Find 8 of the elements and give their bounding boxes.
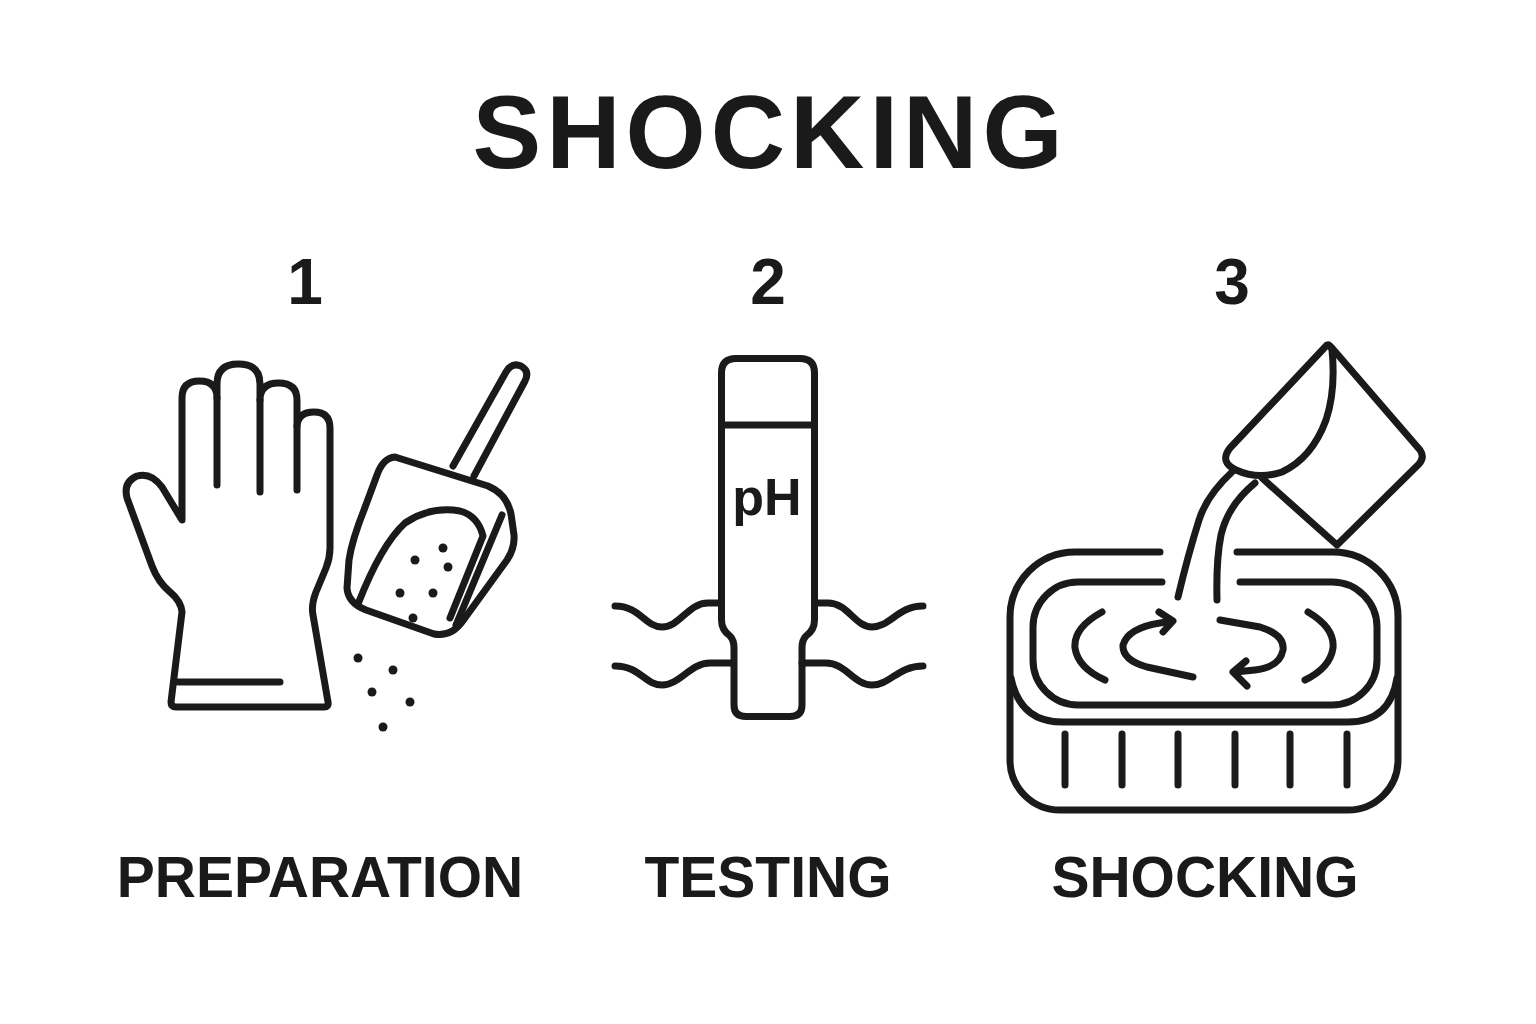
step-title: SHOCKING bbox=[1051, 849, 1359, 906]
step-number: 3 bbox=[1214, 250, 1250, 314]
title: SHOCKING bbox=[472, 81, 1068, 184]
test-tube bbox=[718, 355, 818, 720]
step-number: 1 bbox=[287, 250, 323, 314]
step-title: TESTING bbox=[644, 849, 892, 906]
step-number: 2 bbox=[750, 250, 786, 314]
step-title: PREPARATION bbox=[116, 849, 524, 906]
